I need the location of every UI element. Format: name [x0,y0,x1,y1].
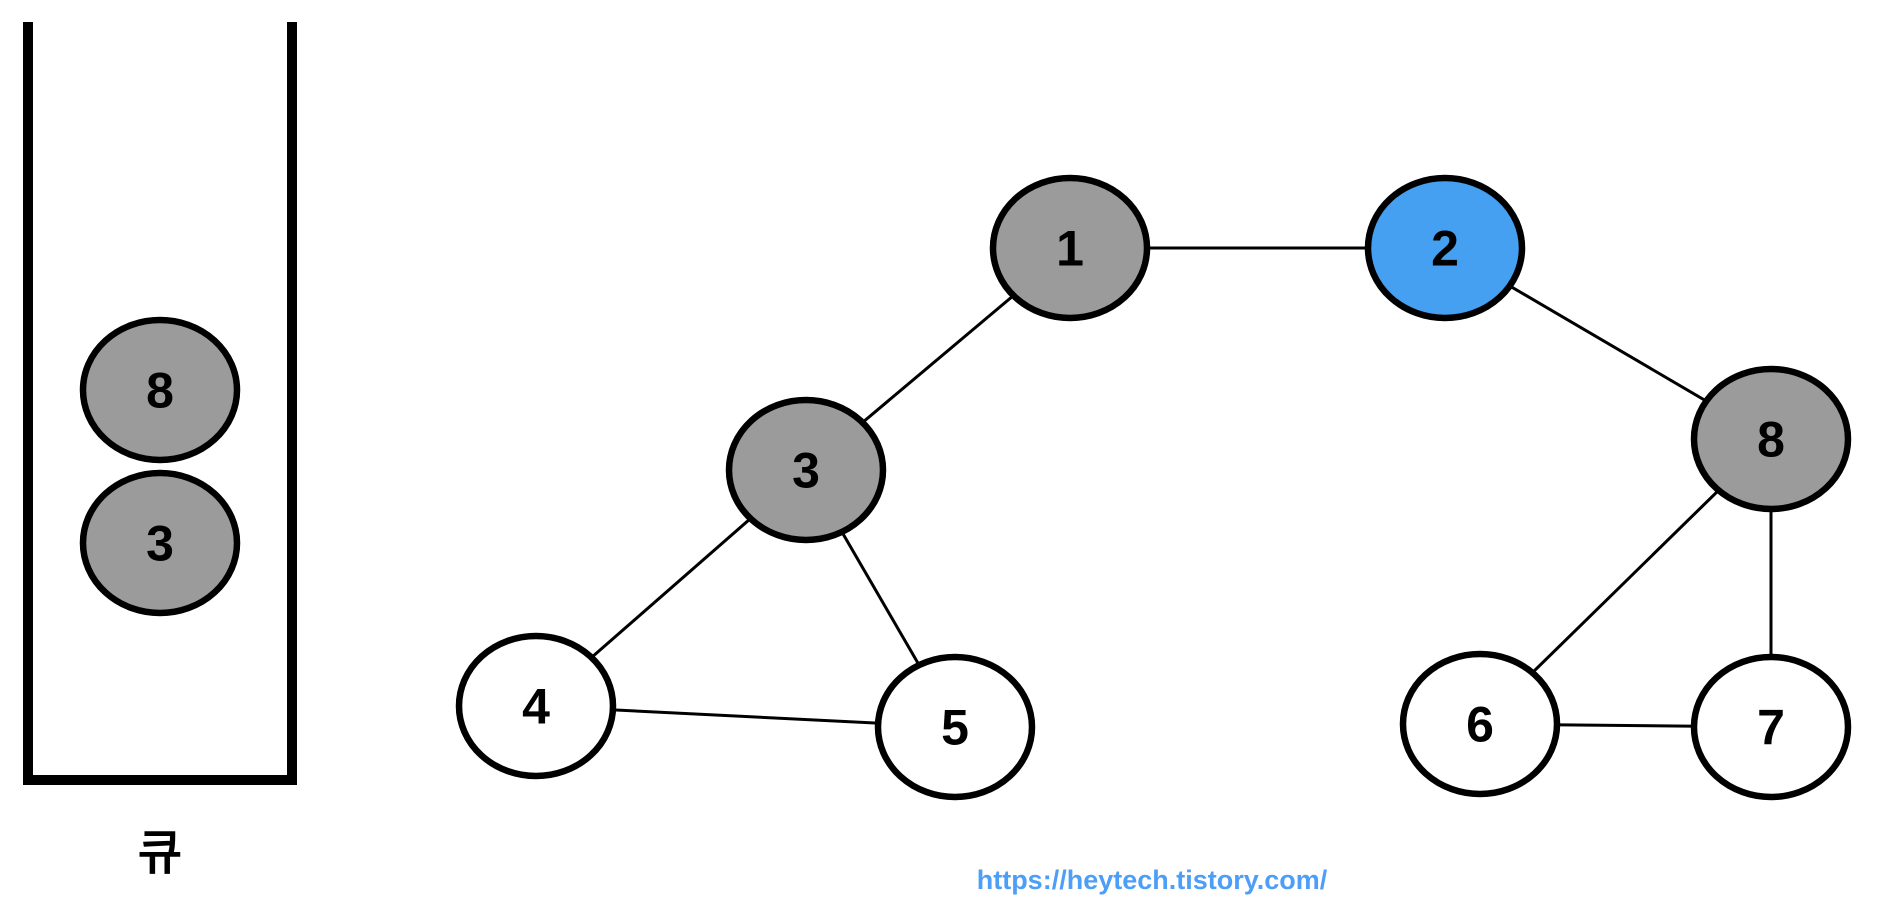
graph-node-circle [455,632,617,780]
queue-bottom-wall [23,775,297,785]
graph-node-circle [1399,650,1561,798]
graph-node-value: 5 [941,700,969,756]
graph-node-value: 7 [1757,700,1785,756]
queue-right-wall [287,22,297,784]
queue-left-wall [23,22,33,784]
graph-node-4: 4 [455,632,617,780]
graph-node-7: 7 [1690,653,1852,801]
graph-node-value: 2 [1431,221,1459,277]
graph-node-circle [1690,365,1852,513]
graph-node-1: 1 [989,174,1151,322]
graph-node-circle [725,396,887,544]
graph-node-6: 6 [1399,650,1561,798]
queue-item-value: 3 [146,516,174,572]
queue-container [23,22,297,785]
graph-node-3: 3 [725,396,887,544]
queue-item-value: 8 [146,363,174,419]
queue-item-circle [79,316,241,464]
queue-items: 83 [79,316,241,617]
graph-node-2: 2 [1364,174,1526,322]
queue-item-8: 8 [79,316,241,464]
graph-node-value: 6 [1466,697,1494,753]
graph-node-value: 4 [522,679,550,735]
graph-edges [535,246,1773,729]
graph-node-8: 8 [1690,365,1852,513]
footer-url: https://heytech.tistory.com/ [977,865,1328,895]
graph-node-value: 3 [792,443,820,499]
graph-node-value: 1 [1056,221,1084,277]
queue-item-circle [79,469,241,617]
queue-item-3: 3 [79,469,241,617]
graph-node-circle [874,653,1036,801]
graph-nodes: 1 2 3 4 5 6 7 8 [455,174,1852,801]
graph-node-circle [989,174,1151,322]
queue-label: 큐 [138,827,182,880]
graph-node-circle [1364,174,1526,322]
graph-node-circle [1690,653,1852,801]
graph-node-5: 5 [874,653,1036,801]
graph-node-value: 8 [1757,412,1785,468]
